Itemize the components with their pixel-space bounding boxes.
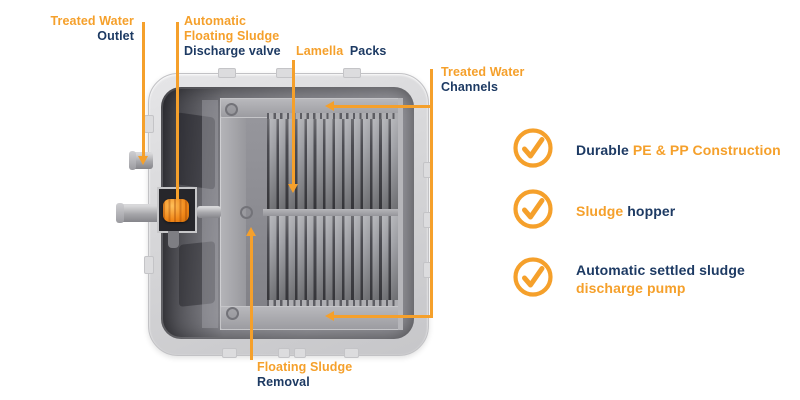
tank-rim-tab: [278, 348, 290, 358]
feature-part: Sludge: [576, 202, 624, 219]
feature-part: PE & PP Construction: [632, 141, 781, 158]
feature-item: Durable PE & PP Construction: [513, 128, 781, 173]
callout-lamella-packs: Lamella Packs: [296, 44, 387, 59]
feature-item: Automatic settled sludge discharge pump: [513, 257, 745, 302]
callout-floating-sludge-removal: Floating Sludge Removal: [257, 360, 352, 390]
check-circle-icon: [513, 128, 553, 173]
channels-bracket-line: [430, 69, 433, 318]
tank-rim-tab: [144, 115, 154, 133]
check-circle-icon: [513, 189, 553, 234]
channel-port-bottom: [226, 307, 239, 320]
channels-bottom-arrowhead: [325, 311, 334, 321]
lamella-pack-shade: [267, 216, 398, 300]
callout-line: Floating Sludge: [257, 360, 353, 374]
callout-automatic-discharge-valve: Automatic Floating Sludge Discharge valv…: [184, 14, 281, 59]
inlet-pipe-cap: [116, 203, 124, 223]
feature-part: Automatic settled sludge: [576, 262, 745, 278]
feature-item: Sludge hopper: [513, 189, 675, 234]
lamella-pack-divider: [263, 209, 398, 216]
callout-line: Automatic: [184, 14, 247, 28]
callout-part: Lamella: [296, 44, 344, 58]
callout-treated-water-outlet: Treated Water Outlet: [28, 14, 134, 44]
tank-rim-tab: [218, 68, 236, 78]
tank-rim-tab: [144, 256, 154, 274]
lamella-arrow-line: [292, 60, 295, 184]
lamella-arrowhead: [288, 184, 298, 193]
tank-rim-tab: [344, 348, 359, 358]
check-circle-icon: [513, 257, 553, 302]
callout-line: Treated Water: [441, 65, 525, 79]
channels-top-arrow-line: [334, 105, 432, 108]
treated-water-channel-bottom: [220, 306, 403, 330]
callout-line: Removal: [257, 375, 310, 389]
callout-line: Channels: [441, 80, 499, 94]
callout-line: Floating Sludge: [184, 29, 280, 43]
weir-serration-top: [267, 113, 398, 119]
feature-part: Durable: [576, 141, 629, 158]
callout-line: Outlet: [97, 29, 134, 43]
valve-discharge-pipe: [197, 206, 221, 218]
lamella-pack-bottom: [267, 216, 398, 300]
insert-right-wall: [398, 98, 403, 330]
channels-top-arrowhead: [325, 101, 334, 111]
lamella-pack-shade: [267, 119, 398, 209]
tank-rim-tab: [294, 348, 306, 358]
feature-text: Sludge hopper: [576, 203, 675, 221]
tank-rim-tab: [343, 68, 361, 78]
callout-part: Packs: [349, 44, 387, 58]
channels-bottom-arrow-line: [334, 315, 432, 318]
valve-elbow: [168, 231, 179, 248]
sludge-removal-port: [240, 206, 253, 219]
floating-sludge-arrowhead: [246, 227, 256, 236]
channel-port-top: [225, 103, 238, 116]
feature-text: Automatic settled sludge discharge pump: [576, 262, 745, 297]
valve-arrow-line: [176, 22, 179, 199]
outlet-arrow-line: [142, 22, 145, 156]
lamella-pack-top: [267, 119, 398, 209]
outlet-pipe-cap: [129, 151, 136, 170]
feature-part: discharge pump: [576, 279, 686, 296]
feature-part: hopper: [627, 202, 676, 219]
callout-line: Treated Water: [50, 14, 134, 28]
outlet-arrowhead: [138, 156, 148, 165]
inlet-pipe: [120, 204, 162, 222]
floating-sludge-discharge-valve: [163, 199, 189, 222]
floating-sludge-arrow-line: [250, 236, 253, 360]
callout-treated-water-channels: Treated Water Channels: [441, 65, 525, 95]
callout-line: Discharge valve: [184, 44, 281, 58]
weir-serration-bottom: [267, 300, 398, 306]
tank-rim-tab: [222, 348, 237, 358]
feature-text: Durable PE & PP Construction: [576, 142, 781, 160]
